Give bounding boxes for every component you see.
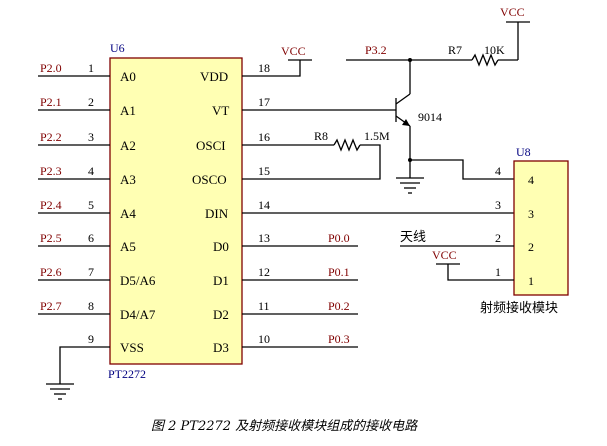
pin-name: A5: [120, 239, 136, 254]
net-label: P2.2: [40, 130, 62, 144]
pin-name: OSCI: [196, 138, 226, 153]
u6-ref: U6: [110, 41, 125, 55]
resistor-r7: R7 10K: [448, 43, 518, 67]
u6-left-pins: P2.0 1 A0 P2.1 2 A1 P2.2 3 A2 P2.3 4 A3 …: [38, 61, 156, 400]
svg-text:1.5M: 1.5M: [364, 129, 390, 143]
net-label: P0.0: [328, 231, 350, 245]
pin-number: 9: [88, 332, 94, 346]
pin-number: 1: [88, 61, 94, 75]
transistor-9014: 9014: [308, 58, 442, 178]
pin-number: 8: [88, 299, 94, 313]
pin-name: VSS: [120, 340, 144, 355]
ground-symbol-emitter: [396, 177, 424, 194]
u8-pin-1: 1: [528, 274, 534, 288]
pin-name: A4: [120, 206, 136, 221]
net-label: P2.3: [40, 164, 62, 178]
u8-module-label: 射频接收模块: [480, 300, 558, 316]
pin-name: DIN: [205, 206, 229, 221]
net-label: P2.6: [40, 265, 62, 279]
pin-name: A2: [120, 138, 136, 153]
net-label: P2.0: [40, 61, 62, 75]
figure-caption: 图 2 PT2272 及射频接收模块组成的接收电路: [151, 419, 418, 434]
u6-right-pins: VDD 18 VT 17 OSCI 16 OSCO 15 DIN 14 D0 1…: [192, 60, 358, 355]
pin-number: 3: [495, 198, 501, 212]
pin-name: A3: [120, 172, 136, 187]
vcc-symbol-top: VCC: [500, 5, 530, 60]
u8-ref: U8: [516, 145, 531, 159]
svg-text:10K: 10K: [484, 43, 505, 57]
pin-number: 10: [258, 332, 270, 346]
resistor-r8: R8 1.5M: [308, 129, 390, 180]
u8-module-body: [513, 160, 569, 296]
p32-net-label: P3.2: [365, 43, 387, 57]
pin-name: D4/A7: [120, 307, 156, 322]
pin-name: VDD: [200, 69, 228, 84]
pin-name: A1: [120, 103, 136, 118]
pin-number: 5: [88, 198, 94, 212]
svg-text:VCC: VCC: [281, 44, 306, 58]
svg-text:VCC: VCC: [500, 5, 525, 19]
pin-number: 4: [88, 164, 94, 178]
net-label: P2.7: [40, 299, 62, 313]
u6-part: PT2272: [108, 367, 146, 381]
svg-text:R8: R8: [314, 129, 328, 143]
vcc-symbol-u6: VCC: [281, 44, 312, 61]
pin-name: D1: [213, 273, 229, 288]
pin-name: D5/A6: [120, 273, 156, 288]
pin-name: OSCO: [192, 172, 227, 187]
svg-text:9014: 9014: [418, 110, 442, 124]
svg-text:R7: R7: [448, 43, 462, 57]
net-label: P2.4: [40, 198, 62, 212]
pin-number: 14: [258, 198, 270, 212]
vcc-symbol-u8: VCC: [432, 248, 514, 281]
net-label: P2.1: [40, 95, 62, 109]
pin-name: A0: [120, 69, 136, 84]
u6-chip-body: [109, 57, 243, 365]
pin-number: 18: [258, 61, 270, 75]
pin-number: 2: [495, 231, 501, 245]
pin-number: 13: [258, 231, 270, 245]
net-label: P2.5: [40, 231, 62, 245]
pin-number: 7: [88, 265, 94, 279]
pin-number: 2: [88, 95, 94, 109]
net-label: P0.1: [328, 265, 350, 279]
svg-text:VCC: VCC: [432, 248, 457, 262]
antenna-label: 天线: [400, 230, 426, 245]
pin-number: 12: [258, 265, 270, 279]
pin-name: D2: [213, 307, 229, 322]
pin-number: 6: [88, 231, 94, 245]
pin-name: D3: [213, 340, 229, 355]
pin-number: 4: [495, 164, 501, 178]
pin-number: 17: [258, 95, 270, 109]
pin-number: 11: [258, 299, 270, 313]
u8-pin-2: 2: [528, 240, 534, 254]
pin-name: D0: [213, 239, 229, 254]
pin-number: 15: [258, 164, 270, 178]
net-label: P0.3: [328, 332, 350, 346]
pin-number: 1: [495, 265, 501, 279]
pin-number: 16: [258, 130, 270, 144]
ground-symbol: [46, 383, 74, 400]
pin-name: VT: [212, 103, 229, 118]
pin-number: 3: [88, 130, 94, 144]
net-label: P0.2: [328, 299, 350, 313]
u8-pin-4: 4: [528, 173, 534, 187]
u8-pin-3: 3: [528, 207, 534, 221]
